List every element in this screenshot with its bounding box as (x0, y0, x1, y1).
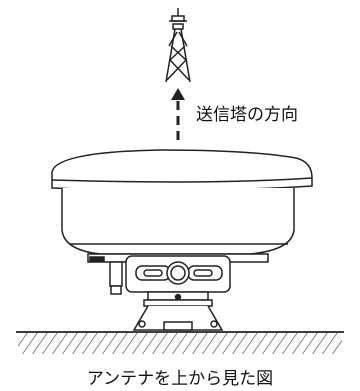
tower-direction-label: 送信塔の方向 (196, 105, 298, 125)
mount-bracket (125, 255, 231, 331)
ground (16, 331, 344, 354)
antenna-unit (51, 149, 313, 295)
direction-arrow (171, 88, 185, 140)
transmission-tower-icon (165, 8, 191, 83)
figure-caption: アンテナを上から見た図 (86, 369, 274, 389)
